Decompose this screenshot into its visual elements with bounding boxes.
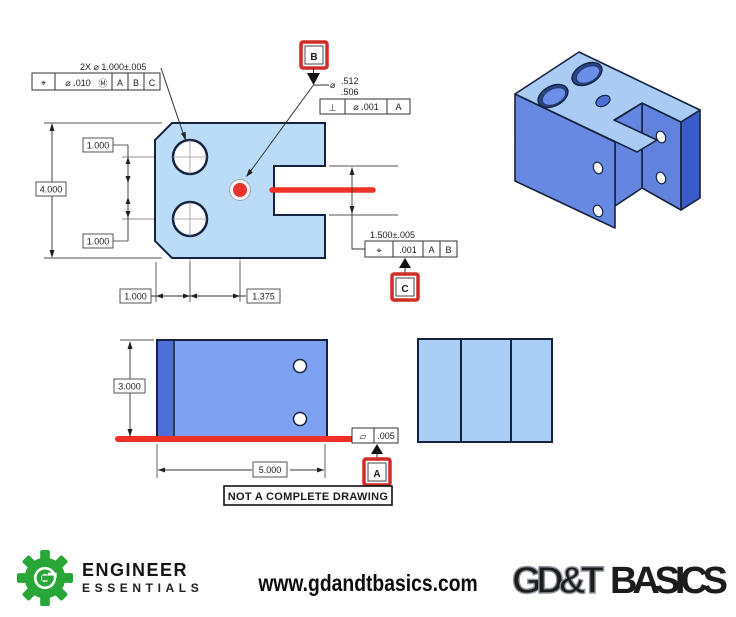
dim-side-width: 5.000 xyxy=(259,465,282,475)
fcf-position-slot: ⌖ .001 A B xyxy=(364,240,458,258)
bottom-dim-boxes: 1.000 1.375 xyxy=(119,288,281,304)
dia-lower: .506 xyxy=(341,87,359,97)
footer: ENGINEER ESSENTIALS www.gdandtbasics.com… xyxy=(0,542,736,614)
datum-c-red-frame xyxy=(390,272,420,302)
side-view-dim-boxes: 3.000 5.000 xyxy=(113,378,288,478)
dim-side-height: 3.000 xyxy=(118,382,141,392)
drawing-note: NOT A COMPLETE DRAWING xyxy=(223,485,393,506)
gdt-technical-drawing: 4.000 1.000 1.000 1.000 1.375 2X ⌀ 1.000… xyxy=(31,40,701,506)
iso-face-holes xyxy=(592,130,667,218)
fcf-perpendicularity: ⊥ ⌀ .001 A xyxy=(319,98,411,115)
dim-hole-bottom: 1.000 xyxy=(87,237,110,247)
slot-datum-b: B xyxy=(445,245,451,255)
flatness-symbol: ▱ xyxy=(360,432,367,442)
pattern-dim-text: 2X ⌀ 1.000±.005 xyxy=(80,62,146,72)
perp-datum: A xyxy=(395,102,401,112)
isometric-view xyxy=(514,51,701,229)
iso-slot-left-wall xyxy=(614,102,643,207)
fcf-datum-b: B xyxy=(133,78,139,88)
bottom-dim-arrows xyxy=(156,293,240,299)
slot-callout: 1.500±.005 ⌖ .001 A B C xyxy=(329,165,458,302)
datum-c-label: C xyxy=(401,284,408,295)
perp-tolerance: ⌀ .001 xyxy=(353,102,378,112)
website-url[interactable]: www.gdandtbasics.com xyxy=(258,570,478,596)
dim-height: 4.000 xyxy=(40,185,63,195)
left-dim-arrows xyxy=(49,123,131,258)
end-view xyxy=(417,338,553,443)
datum-c-triangle xyxy=(399,258,411,268)
datum-b-callout: B ⌀ .512 .506 ⊥ ⌀ .001 A xyxy=(246,40,411,177)
gdt-outline-text: GD&T xyxy=(512,560,604,602)
fcf-tolerance: ⌀ .010 xyxy=(65,78,90,88)
datum-a-label: A xyxy=(373,469,380,480)
engineer-essentials-logo: ENGINEER ESSENTIALS xyxy=(16,549,203,607)
side-hole-bottom xyxy=(292,411,308,427)
gdt-basics-logo: GD&T BASICS xyxy=(511,559,728,602)
pattern-callout: 2X ⌀ 1.000±.005 ⌖ ⌀ .010 Ⓜ A B C xyxy=(31,62,186,141)
gear-icon xyxy=(16,549,74,607)
front-view xyxy=(122,122,376,302)
slot-dim-text: 1.500±.005 xyxy=(370,230,415,240)
fcf-datum-a: A xyxy=(117,78,123,88)
bottom-dimensions xyxy=(151,262,246,302)
slot-tolerance: .001 xyxy=(399,245,417,255)
flatness-tolerance: .005 xyxy=(377,431,395,441)
brand-name-line2: ESSENTIALS xyxy=(82,581,204,596)
slot-datum-a: A xyxy=(428,245,434,255)
side-view-left-edge xyxy=(158,341,173,437)
iso-right-face xyxy=(680,109,701,211)
note-text: NOT A COMPLETE DRAWING xyxy=(228,491,388,503)
side-view xyxy=(115,339,355,442)
position-symbol-slot: ⌖ xyxy=(376,246,381,256)
datum-a-triangle xyxy=(371,444,383,454)
iso-top-holes xyxy=(537,61,611,109)
iso-small-hole xyxy=(595,94,611,108)
mmc-modifier: Ⓜ xyxy=(98,79,107,89)
brand-name-line1: ENGINEER xyxy=(82,559,189,580)
datum-b-triangle xyxy=(307,73,320,85)
dia-symbol: ⌀ xyxy=(330,80,336,90)
side-view-dim-arrows xyxy=(127,341,324,473)
side-hole-top xyxy=(292,358,308,374)
dia-upper: .512 xyxy=(341,76,359,86)
basics-text: BASICS xyxy=(610,560,728,602)
dim-center-x: 1.375 xyxy=(252,292,275,302)
fcf-position-pattern: ⌖ ⌀ .010 Ⓜ A B C xyxy=(31,72,161,91)
perpendicularity-symbol: ⊥ xyxy=(329,103,337,113)
dim-hole-top: 1.000 xyxy=(87,141,110,151)
hole-crosshairs xyxy=(173,140,207,236)
flatness-callout: ▱ .005 A xyxy=(351,427,399,487)
left-dim-boxes: 4.000 1.000 1.000 xyxy=(35,137,114,249)
position-symbol: ⌖ xyxy=(41,78,46,88)
dim-hole-x: 1.000 xyxy=(124,292,147,302)
center-hole-red-highlight xyxy=(233,183,247,197)
fcf-flatness: ▱ .005 xyxy=(351,427,399,444)
datum-b-label: B xyxy=(310,52,317,63)
fcf-datum-c: C xyxy=(149,78,156,88)
datum-a-red-frame xyxy=(362,457,392,487)
